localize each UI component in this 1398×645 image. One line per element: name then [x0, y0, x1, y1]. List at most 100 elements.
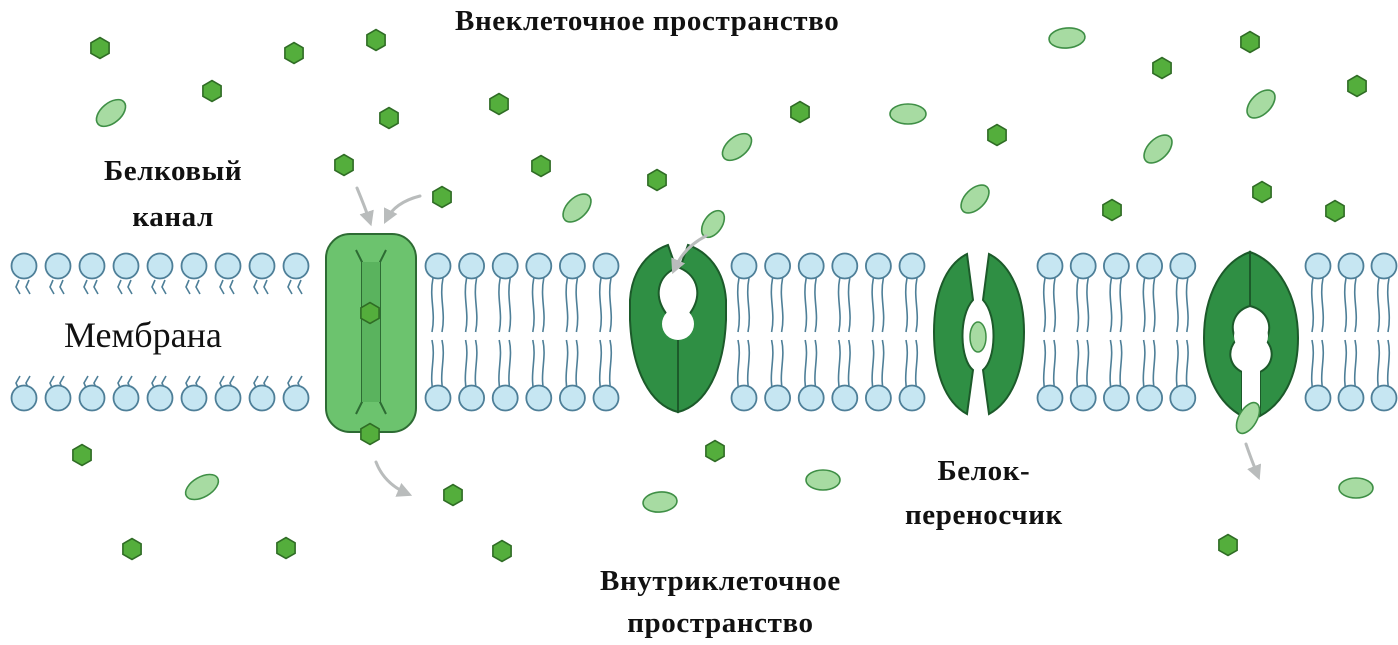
hexagon-particle-icon: [361, 424, 379, 445]
hexagon-particle-icon: [1219, 535, 1237, 556]
lipid-head: [732, 386, 757, 411]
oval-particle-icon: [718, 128, 757, 165]
lipid-tail: [1077, 340, 1079, 392]
lipid-tail: [815, 340, 817, 392]
phospholipid: [1071, 254, 1096, 411]
lipid-tail: [118, 280, 122, 294]
phospholipid: [832, 254, 857, 411]
lipid-tail: [1153, 340, 1155, 392]
lipid-tail: [1355, 278, 1357, 332]
phospholipid: [1137, 254, 1162, 411]
hexagon-particle-icon: [490, 94, 508, 115]
phospholipid: [1038, 254, 1063, 411]
lipid-tail: [771, 278, 773, 332]
lipid-tail: [288, 280, 292, 294]
lipid-tail: [220, 280, 224, 294]
hexagon-particle-icon: [285, 43, 303, 64]
lipid-head: [250, 386, 275, 411]
lipid-head: [493, 386, 518, 411]
lipid-tail: [882, 340, 884, 392]
lipid-head: [80, 254, 105, 279]
lipid-head: [459, 386, 484, 411]
lipid-head: [1038, 386, 1063, 411]
hexagon-particle-icon: [73, 445, 91, 466]
lipid-head: [80, 386, 105, 411]
phospholipid: [1339, 254, 1364, 411]
hexagon-particle-icon: [706, 441, 724, 462]
phospholipid: [560, 254, 585, 411]
lipid-head: [1339, 386, 1364, 411]
hexagon-particle-icon: [367, 30, 385, 51]
phospholipid: [459, 254, 484, 411]
lipid-head: [1306, 254, 1331, 279]
lipid-tail: [1378, 278, 1380, 332]
lipid-tail: [1077, 278, 1079, 332]
hexagon-particle-icon: [380, 108, 398, 129]
lipid-tail: [1087, 340, 1089, 392]
lipid-tail: [298, 280, 302, 294]
lipid-head: [732, 254, 757, 279]
phospholipid: [493, 254, 518, 411]
lipid-tail: [465, 278, 467, 332]
carrier-protein-label: Белок- переносчик: [905, 449, 1063, 537]
lipid-tail: [1044, 340, 1046, 392]
lipid-tail: [509, 278, 511, 332]
protein-channel-label-line2: канал: [104, 194, 242, 240]
curved-arrow-icon: [1246, 444, 1258, 476]
lipid-tail: [475, 340, 477, 392]
lipid-head: [182, 386, 207, 411]
oval-particle-icon: [806, 470, 840, 490]
lipid-head: [799, 254, 824, 279]
lipid-head: [250, 254, 275, 279]
lipid-tail: [610, 278, 612, 332]
lipid-tail: [1187, 340, 1189, 392]
lipid-head: [1372, 386, 1397, 411]
lipid-head: [526, 386, 551, 411]
oval-particle-icon: [956, 180, 994, 218]
carrier-binding-site: [662, 308, 694, 340]
lipid-tail: [771, 340, 773, 392]
lipid-head: [1170, 386, 1195, 411]
lipid-head: [1071, 386, 1096, 411]
carrier-protein-label-line2: переносчик: [905, 493, 1063, 537]
lipid-tail: [916, 340, 918, 392]
lipid-tail: [94, 280, 98, 294]
carrier-exit-gap: [1242, 340, 1260, 410]
lipid-tail: [566, 340, 568, 392]
lipid-head: [1104, 386, 1129, 411]
lipid-tail: [1312, 278, 1314, 332]
lipid-tail: [543, 340, 545, 392]
intracellular-space-label-line2: пространство: [600, 602, 841, 644]
phospholipid: [765, 254, 790, 411]
lipid-tail: [152, 280, 156, 294]
hexagon-particle-icon: [791, 102, 809, 123]
lipid-tail: [432, 278, 434, 332]
lipid-tail: [849, 278, 851, 332]
hexagon-particle-icon: [1241, 32, 1259, 53]
lipid-tail: [1322, 340, 1324, 392]
oval-particle-icon: [1139, 130, 1177, 168]
lipid-head: [765, 386, 790, 411]
lipid-tail: [1388, 340, 1390, 392]
lipid-head: [832, 386, 857, 411]
lipid-tail: [254, 280, 258, 294]
lipid-head: [900, 254, 925, 279]
lipid-tail: [84, 280, 88, 294]
oval-particle-icon: [92, 94, 131, 131]
lipid-tail: [1054, 340, 1056, 392]
lipid-head: [284, 386, 309, 411]
lipid-tail: [186, 280, 190, 294]
lipid-tail: [1143, 278, 1145, 332]
lipid-tail: [872, 278, 874, 332]
lipid-tail: [499, 340, 501, 392]
lipid-tail: [576, 278, 578, 332]
lipid-tail: [1120, 278, 1122, 332]
lipid-tail: [1153, 278, 1155, 332]
channel-pore: [362, 262, 380, 402]
phospholipid: [866, 254, 891, 411]
phospholipid: [1104, 254, 1129, 411]
lipid-head: [1306, 386, 1331, 411]
oval-particle-icon: [181, 469, 222, 504]
hexagon-particle-icon: [335, 155, 353, 176]
lipid-head: [216, 254, 241, 279]
